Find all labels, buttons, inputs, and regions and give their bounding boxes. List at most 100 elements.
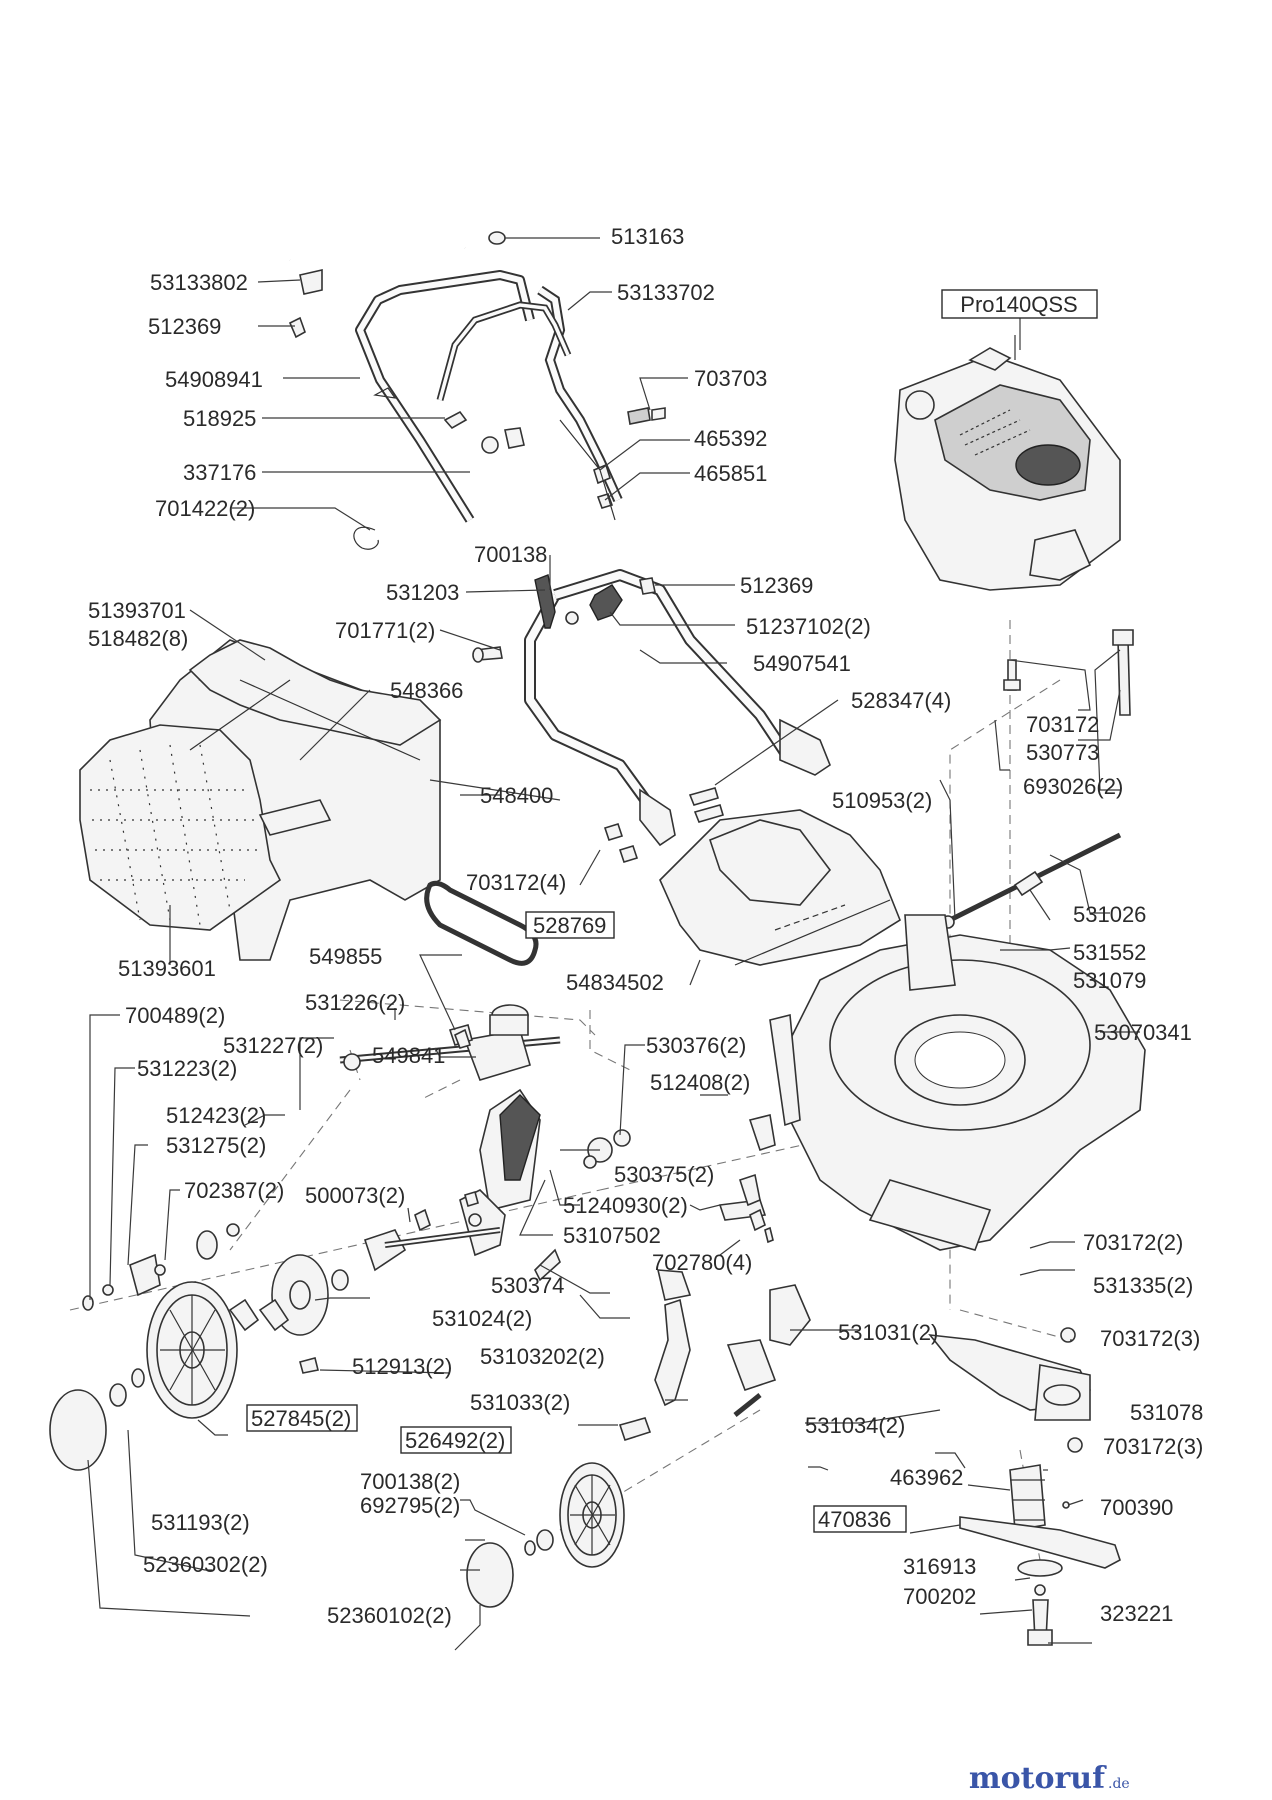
part-label: 526492(2) (405, 1428, 505, 1453)
part-label: 701771(2) (335, 618, 435, 643)
part-label: 700390 (1100, 1495, 1173, 1520)
part-label: 531335(2) (1093, 1273, 1193, 1298)
part-label: 470836 (818, 1507, 891, 1532)
part-label: 531193(2) (151, 1510, 250, 1535)
deck-cover (659, 809, 901, 966)
leader-lines (87, 237, 1140, 1651)
part-label: 549855 (309, 944, 382, 969)
part-label: 512913(2) (352, 1354, 452, 1379)
part-label: 703172(3) (1103, 1434, 1203, 1459)
part-label: 549841 (372, 1043, 445, 1068)
blade-assembly (928, 1327, 1121, 1646)
part-label: 531078 (1130, 1400, 1203, 1425)
part-label: 463962 (890, 1465, 963, 1490)
part-label: 531079 (1073, 968, 1146, 993)
part-label: 531034(2) (805, 1413, 905, 1438)
part-label: 512423(2) (166, 1103, 266, 1128)
part-label: 323221 (1100, 1601, 1173, 1626)
part-label: 51240930(2) (563, 1193, 688, 1218)
part-label: 700202 (903, 1584, 976, 1609)
part-label: 54908941 (165, 367, 263, 392)
part-label: 512408(2) (650, 1070, 750, 1095)
part-label: 700489(2) (125, 1003, 225, 1028)
part-label: 531024(2) (432, 1306, 532, 1331)
part-label: 531226(2) (305, 990, 405, 1015)
gear-disc (271, 1254, 349, 1336)
part-label: 512369 (740, 573, 813, 598)
part-label: 512369 (148, 314, 221, 339)
rear-wheel-left (146, 1281, 238, 1419)
boxed-frame-528769 (525, 911, 615, 939)
part-label: 510953(2) (832, 788, 932, 813)
part-label: 528347(4) (851, 688, 951, 713)
model-label: Pro140QSS (960, 292, 1077, 317)
part-label: 531275(2) (166, 1133, 266, 1158)
part-label: 531026 (1073, 902, 1146, 927)
part-label: 53133802 (150, 270, 248, 295)
gearbox (339, 1004, 561, 1081)
height-adjusters (618, 1269, 811, 1442)
part-label: 693026(2) (1023, 774, 1123, 799)
part-label: 530773 (1026, 740, 1099, 765)
part-label: 530376(2) (646, 1033, 746, 1058)
watermark-suffix: .de (1108, 1776, 1130, 1792)
front-wheel (559, 1462, 625, 1568)
part-label: 528769 (533, 913, 606, 938)
part-label: 54907541 (753, 651, 851, 676)
part-label: 531227(2) (223, 1033, 323, 1058)
part-label: 465851 (694, 461, 767, 486)
part-label: 51393601 (118, 956, 216, 981)
part-label: 692795(2) (360, 1493, 460, 1518)
watermark-logo: motoruf .de (969, 1761, 1130, 1796)
engine (894, 335, 1121, 591)
part-label: 531031(2) (838, 1320, 938, 1345)
part-label: 518925 (183, 406, 256, 431)
lower-handle-assembly (472, 569, 831, 863)
watermark-brand: motoruf (969, 1761, 1107, 1796)
part-label: 548400 (480, 783, 553, 808)
drive-belt (424, 880, 539, 966)
part-label: 530374 (491, 1273, 564, 1298)
part-label: 53133702 (617, 280, 715, 305)
boxed-frame-527845 (246, 1404, 358, 1432)
part-label: 52360102(2) (327, 1603, 452, 1628)
part-label: 316913 (903, 1554, 976, 1579)
part-label: 700138(2) (360, 1469, 460, 1494)
part-label: 51237102(2) (746, 614, 871, 639)
part-label: 51393701 (88, 598, 186, 623)
part-label: 703172(4) (466, 870, 566, 895)
part-label: 700138 (474, 542, 547, 567)
part-label: 531223(2) (137, 1056, 237, 1081)
part-label: 465392 (694, 426, 767, 451)
part-label: 527845(2) (251, 1406, 351, 1431)
part-label: 518482(8) (88, 626, 188, 651)
part-label: 52360302(2) (143, 1552, 268, 1577)
part-label: 702387(2) (184, 1178, 284, 1203)
part-label: 500073(2) (305, 1183, 405, 1208)
part-label: 337176 (183, 460, 256, 485)
model-label-box: Pro140QSS (941, 289, 1098, 319)
hub-caps (49, 1298, 554, 1608)
part-label: 53107502 (563, 1223, 661, 1248)
grass-catcher (79, 639, 442, 961)
part-labels: 513163 53133802 53133702 512369 54908941… (88, 224, 1203, 1628)
part-label: 702780(4) (652, 1250, 752, 1275)
part-label: 531552 (1073, 940, 1146, 965)
drive-lever (459, 1088, 541, 1257)
part-label: 703703 (694, 366, 767, 391)
part-label: 531033(2) (470, 1390, 570, 1415)
part-label: 531203 (386, 580, 459, 605)
part-label: 703172(2) (1083, 1230, 1183, 1255)
part-label: 703172 (1026, 712, 1099, 737)
mower-deck (769, 914, 1146, 1251)
engine-bolts (1003, 629, 1134, 716)
upper-handle-assembly (288, 203, 666, 550)
part-label: 54834502 (566, 970, 664, 995)
boxed-frame-470836 (813, 1505, 907, 1533)
part-label: 548366 (390, 678, 463, 703)
boxed-frame-526492 (400, 1426, 512, 1454)
part-label: 703172(3) (1100, 1326, 1200, 1351)
part-label: 530375(2) (614, 1162, 714, 1187)
part-label: 53103202(2) (480, 1344, 605, 1369)
